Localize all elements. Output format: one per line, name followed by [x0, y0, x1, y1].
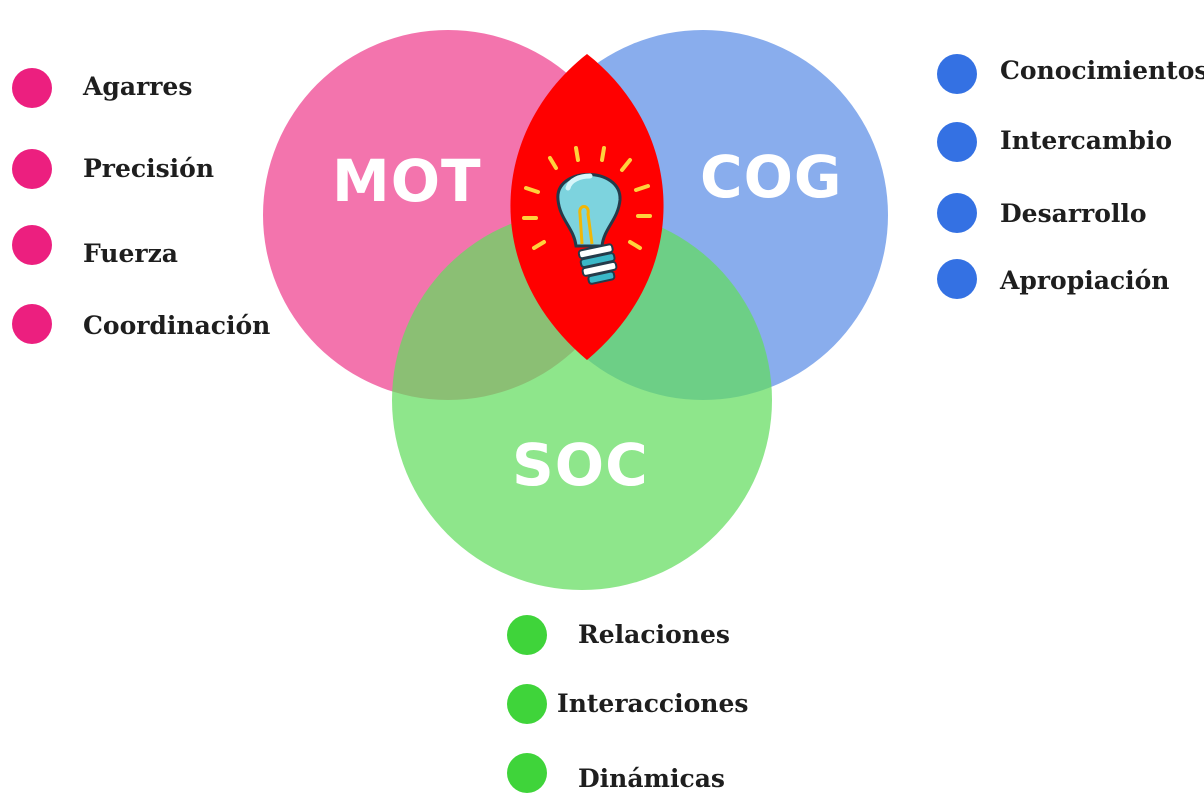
mot-circle-label: MOT [332, 147, 482, 215]
soc-item: Dinámicas [578, 764, 725, 793]
mot-item: Fuerza [83, 239, 178, 268]
soc-bullet [507, 684, 547, 724]
cog-item: Desarrollo [1000, 199, 1147, 228]
cog-item: Intercambio [1000, 126, 1173, 155]
soc-bullet [507, 615, 547, 655]
mot-item: Coordinación [83, 311, 271, 340]
mot-bullet [12, 304, 52, 344]
cog-item: Apropiación [1000, 266, 1170, 295]
mot-bullet [12, 149, 52, 189]
cog-bullet [937, 259, 977, 299]
soc-item: Relaciones [578, 620, 730, 649]
soc-circle [392, 210, 772, 590]
cog-circle-label: COG [700, 143, 843, 211]
soc-item: Interacciones [557, 689, 749, 718]
mot-item: Agarres [83, 72, 193, 101]
cog-bullet [937, 54, 977, 94]
mot-bullet [12, 68, 52, 108]
mot-bullet [12, 225, 52, 265]
cog-bullet [937, 122, 977, 162]
lightbulb-icon [522, 146, 652, 285]
soc-circle-label: SOC [512, 431, 649, 499]
soc-bullet [507, 753, 547, 793]
cog-item: Conocimientos [1000, 56, 1204, 85]
mot-item: Precisión [83, 154, 215, 183]
cog-bullet [937, 193, 977, 233]
